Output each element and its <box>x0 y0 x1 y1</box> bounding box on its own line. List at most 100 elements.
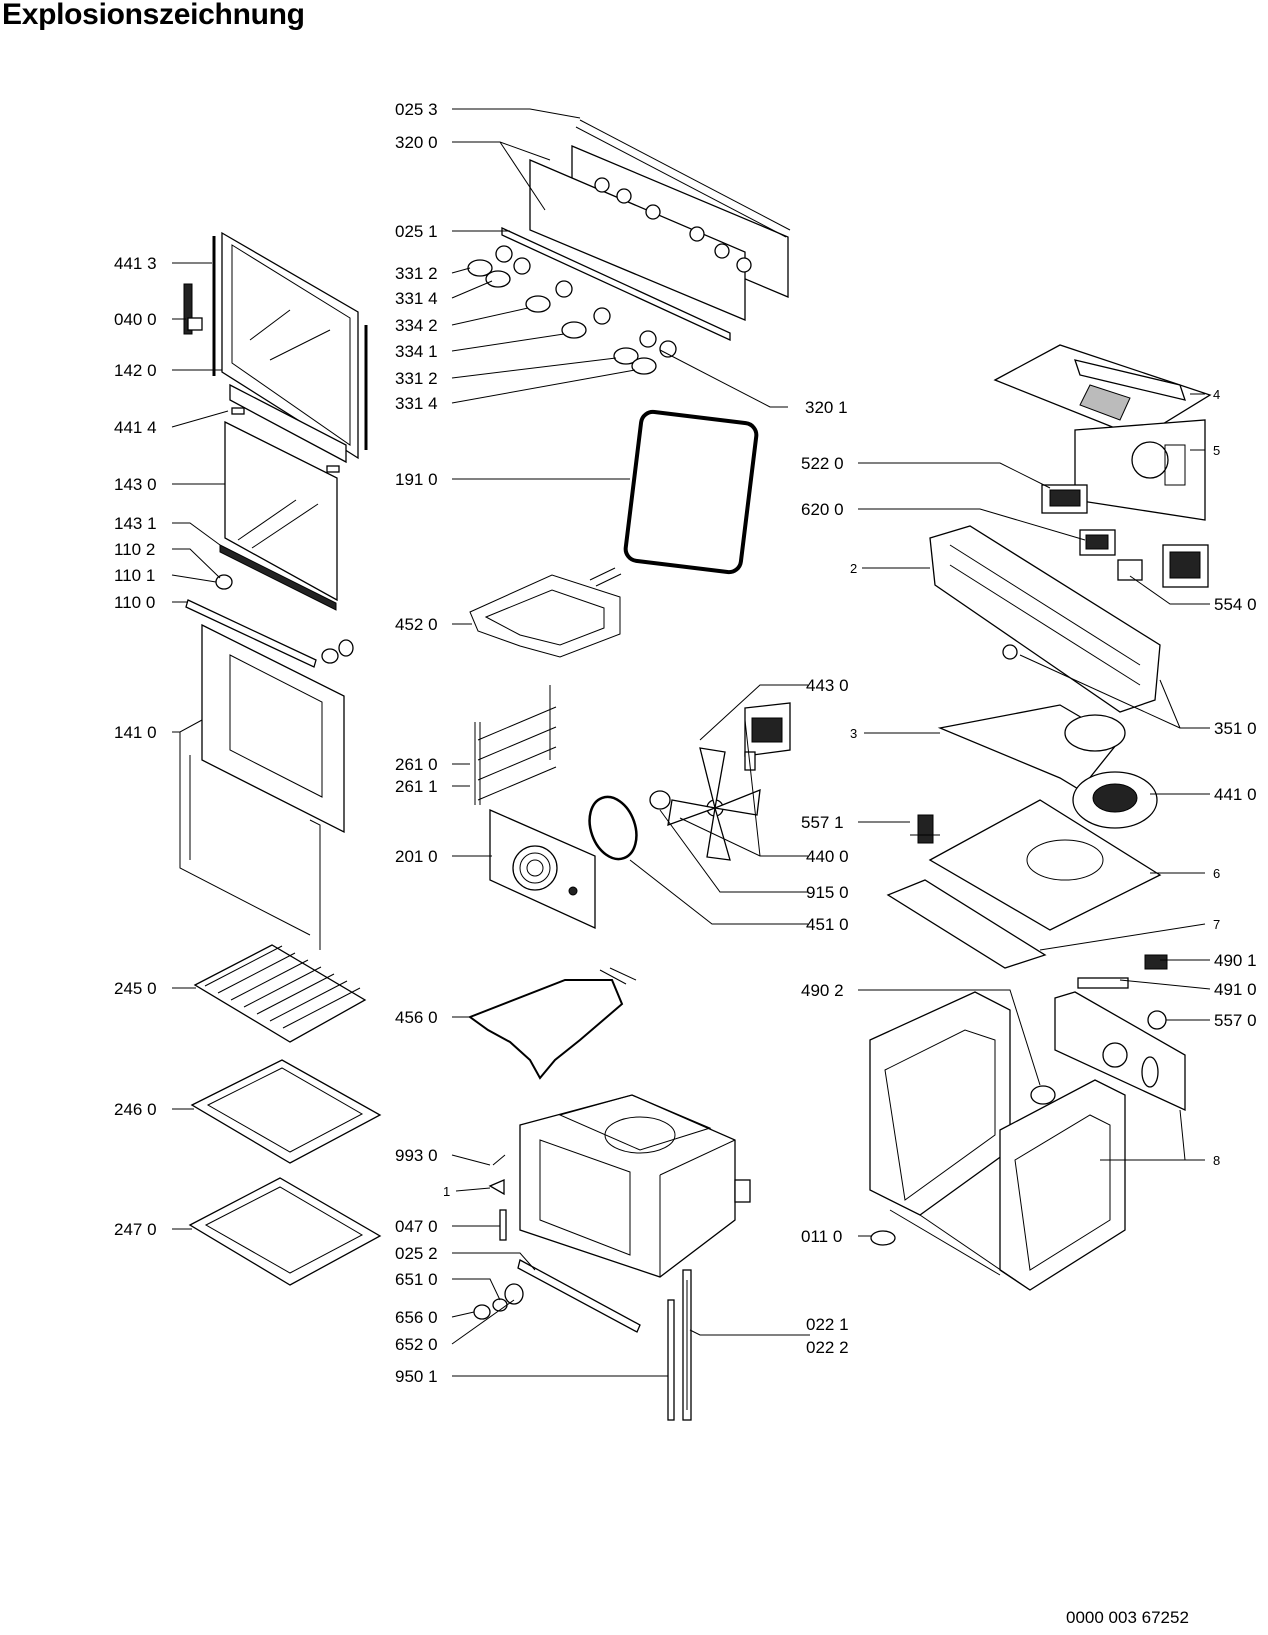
inner-door-frame-part <box>212 231 368 460</box>
baking-tray-part <box>190 1059 382 1164</box>
callout-label: 522 0 <box>801 454 844 473</box>
fan-motor-part <box>744 702 791 771</box>
callout-label: 040 0 <box>114 310 157 329</box>
front-deflector-part <box>886 879 1047 969</box>
callout-label: 247 0 <box>114 1220 157 1239</box>
front-trim-strip-part <box>517 1259 641 1333</box>
control-knobs-part <box>467 245 677 375</box>
callout-label: 110 2 <box>114 540 155 559</box>
callout-label: 110 1 <box>114 566 155 585</box>
callout-label: 652 0 <box>395 1335 438 1354</box>
callout-label: 651 0 <box>395 1270 438 1289</box>
callout-label: 440 0 <box>806 847 849 866</box>
oven-cavity-part <box>519 1094 751 1278</box>
callout-label: 261 0 <box>395 755 438 774</box>
callout-label: 3 <box>850 726 857 741</box>
callout-label: 331 2 <box>395 264 438 283</box>
callout-label: 452 0 <box>395 615 438 634</box>
callout-label: 143 0 <box>114 475 157 494</box>
callout-label: 331 4 <box>395 289 438 308</box>
callout-label: 025 1 <box>395 222 438 241</box>
thermal-cutout-part <box>910 814 940 844</box>
callout-label: 491 0 <box>1214 980 1257 999</box>
callout-label: 490 1 <box>1214 951 1257 970</box>
callout-labels: 025 3 320 0 025 1 331 2 331 4 334 2 334 … <box>114 100 1257 1386</box>
door-gasket-part <box>623 409 759 575</box>
callout-label: 1 <box>443 1184 450 1199</box>
wire-rack-part <box>193 944 367 1043</box>
callout-label: 993 0 <box>395 1146 438 1165</box>
callout-label: 331 4 <box>395 394 438 413</box>
callout-label: 490 2 <box>801 981 844 1000</box>
callout-label: 245 0 <box>114 979 157 998</box>
inner-glass-part <box>224 420 338 602</box>
electronics-board-part <box>1054 954 1186 1112</box>
callout-label: 025 3 <box>395 100 438 119</box>
control-panel-part <box>501 119 791 342</box>
small-parts-group <box>473 1154 524 1320</box>
shelf-supports-part <box>474 685 557 805</box>
callout-label: 557 1 <box>801 813 844 832</box>
deep-tray-part <box>188 1177 382 1286</box>
callout-label: 022 1 <box>806 1315 849 1334</box>
door-hinge-part <box>183 283 203 335</box>
callout-label: 261 1 <box>395 777 438 796</box>
grill-element-part <box>467 979 624 1080</box>
air-duct-part <box>937 704 1126 791</box>
control-frame-part <box>929 525 1161 713</box>
top-frame-part <box>993 344 1212 439</box>
side-rails-part <box>667 1269 692 1421</box>
callout-label: 451 0 <box>806 915 849 934</box>
callout-label: 4 <box>1213 387 1220 402</box>
door-vent-strip-part <box>229 383 347 464</box>
top-heating-element-part <box>469 574 621 658</box>
outer-casing-part <box>869 991 1126 1291</box>
callout-label: 7 <box>1213 917 1220 932</box>
callout-label: 331 2 <box>395 369 438 388</box>
callout-label: 2 <box>850 561 857 576</box>
callout-label: 191 0 <box>395 470 438 489</box>
callout-label: 557 0 <box>1214 1011 1257 1030</box>
callout-label: 456 0 <box>395 1008 438 1027</box>
circular-element-part <box>588 795 638 861</box>
cooling-fan-part <box>1072 771 1158 829</box>
callout-label: 5 <box>1213 443 1220 458</box>
callout-label: 8 <box>1213 1153 1220 1168</box>
fan-blade-part <box>649 747 761 861</box>
callout-label: 554 0 <box>1214 595 1257 614</box>
callout-label: 950 1 <box>395 1367 438 1386</box>
outer-door-part <box>179 623 345 950</box>
document-number: 0000 003 67252 <box>1066 1608 1189 1627</box>
callout-label: 334 1 <box>395 342 438 361</box>
callout-label: 025 2 <box>395 1244 438 1263</box>
callout-label: 320 1 <box>805 398 848 417</box>
foot-part <box>870 1230 896 1246</box>
callout-label: 6 <box>1213 866 1220 881</box>
page-title: Explosionszeichnung <box>2 0 305 31</box>
back-cover-part <box>1074 419 1206 521</box>
callout-label: 246 0 <box>114 1100 157 1119</box>
callout-label: 441 3 <box>114 254 157 273</box>
callout-label: 443 0 <box>806 676 849 695</box>
leader-lines <box>171 108 1211 1377</box>
callout-label: 110 0 <box>114 593 155 612</box>
rear-panel-part <box>489 809 596 930</box>
switch-block-part <box>1041 484 1209 588</box>
callout-label: 441 4 <box>114 418 157 437</box>
callout-label: 022 2 <box>806 1338 849 1357</box>
callout-label: 011 0 <box>801 1227 842 1246</box>
callout-label: 320 0 <box>395 133 438 152</box>
callout-label: 441 0 <box>1214 785 1257 804</box>
callout-label: 143 1 <box>114 514 157 533</box>
glass-clip-strip-part <box>219 544 337 611</box>
callout-label: 201 0 <box>395 847 438 866</box>
callout-label: 915 0 <box>806 883 849 902</box>
callout-label: 142 0 <box>114 361 157 380</box>
callout-label: 141 0 <box>114 723 157 742</box>
door-handle-part <box>185 574 354 668</box>
callout-label: 620 0 <box>801 500 844 519</box>
top-cover-plate-part <box>928 799 1162 931</box>
callout-label: 047 0 <box>395 1217 438 1236</box>
callout-label: 334 2 <box>395 316 438 335</box>
